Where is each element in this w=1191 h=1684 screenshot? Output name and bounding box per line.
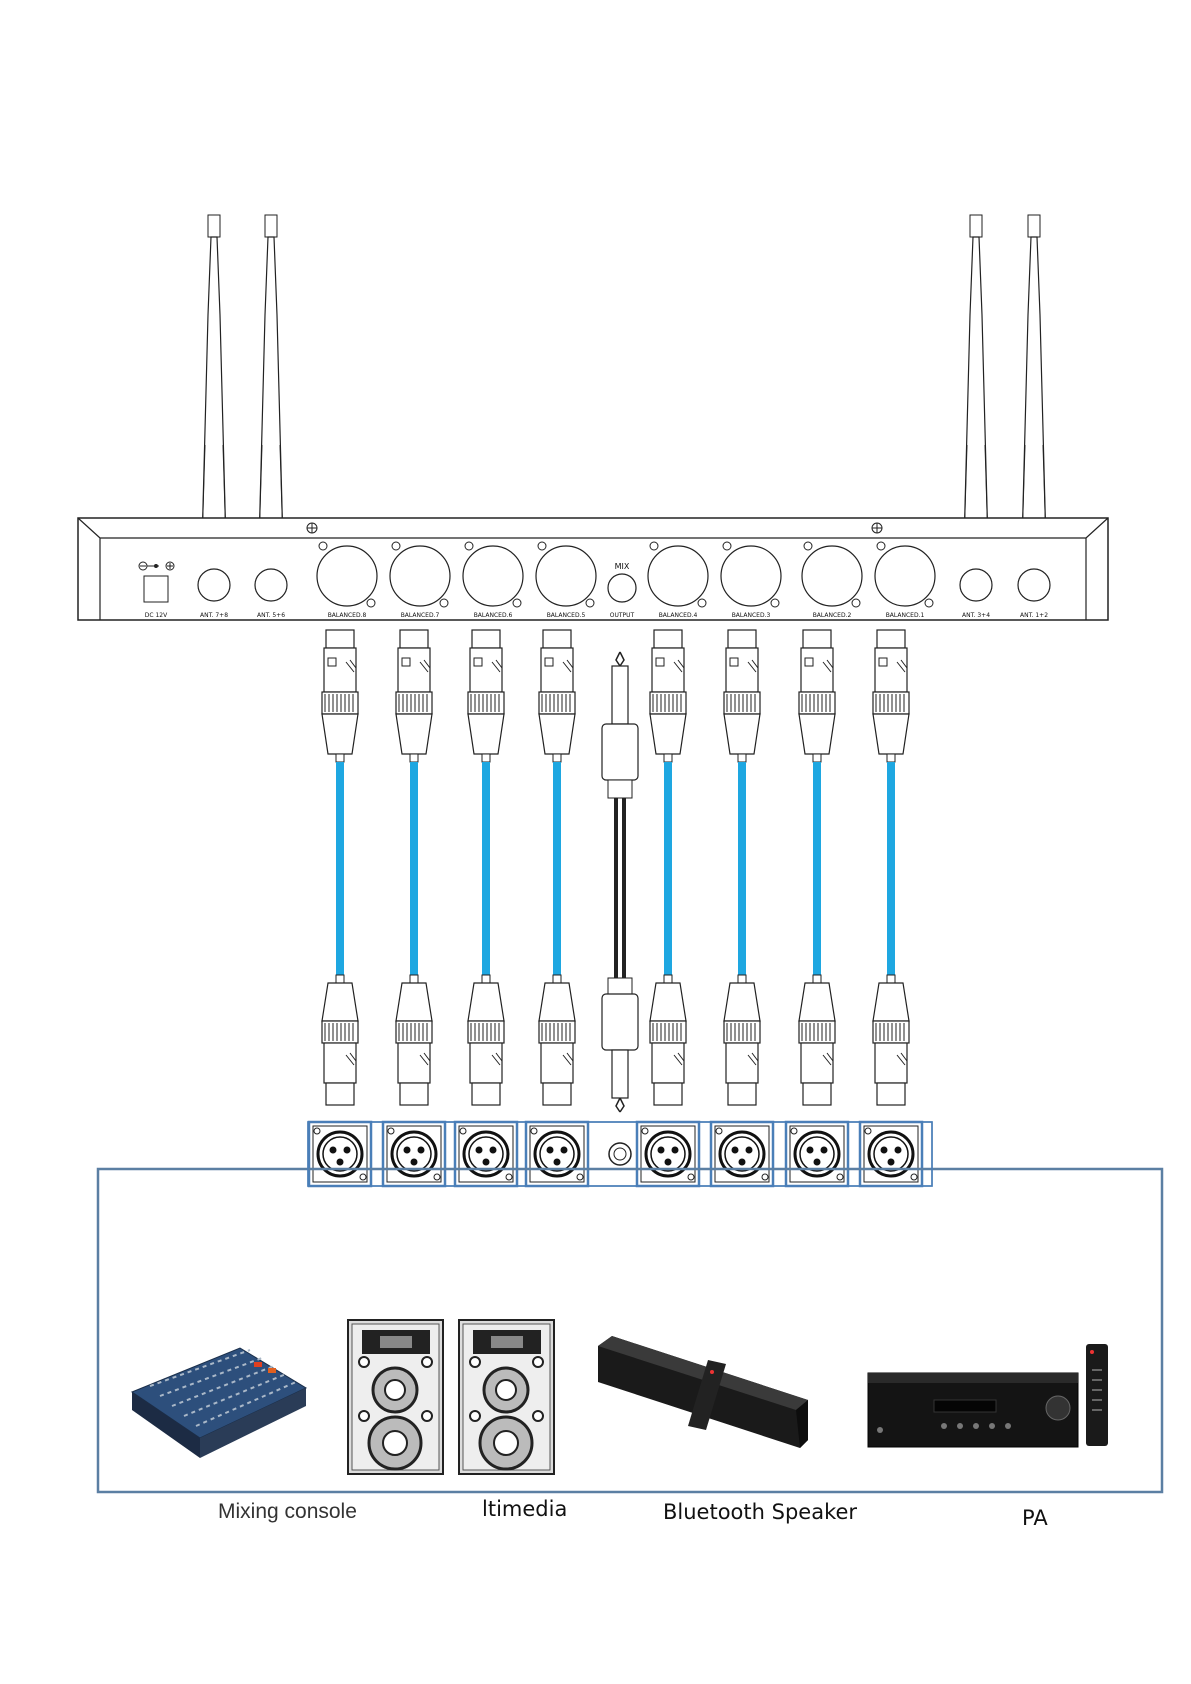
pa-amplifier-image	[868, 1373, 1078, 1447]
screw-icon	[872, 523, 882, 533]
device-input-panel	[308, 1122, 932, 1186]
xlr-cable-2	[799, 630, 835, 1105]
port-label: BALANCED.6	[474, 612, 513, 619]
mixing-console-caption: Mixing console	[218, 1500, 357, 1524]
ant-connector-1-2[interactable]	[1018, 569, 1050, 601]
jack-input-socket[interactable]	[609, 1143, 631, 1165]
jack-cable	[602, 652, 638, 1112]
xlr-cable-5	[539, 630, 575, 1105]
port-label: OUTPUT	[610, 612, 635, 619]
ant-connector-5-6[interactable]	[255, 569, 287, 601]
ant-connector-7-8[interactable]	[198, 569, 230, 601]
ant-connector-3-4[interactable]	[960, 569, 992, 601]
port-label: BALANCED.3	[732, 612, 771, 619]
receiver-rear-panel: DC 12V MIX ANT. 7+8 ANT. 5+6 BALANCED.8 …	[78, 518, 1108, 620]
mix-label: MIX	[615, 562, 630, 571]
screw-icon	[307, 523, 317, 533]
xlr-cable-4	[650, 630, 686, 1105]
dc-power-label: DC 12V	[145, 612, 168, 619]
xlr-cable-6	[468, 630, 504, 1105]
remote-control-icon	[1086, 1344, 1108, 1446]
antenna-ant-1-2	[1022, 215, 1046, 545]
antenna-ant-7-8	[202, 215, 226, 545]
xlr-cable-8	[322, 630, 358, 1105]
pa-caption: PA	[1022, 1506, 1048, 1530]
port-label: ANT. 7+8	[200, 612, 228, 619]
port-label: ANT. 1+2	[1020, 612, 1048, 619]
port-label: ANT. 5+6	[257, 612, 285, 619]
xlr-cable-3	[724, 630, 760, 1105]
mixing-console-image	[132, 1348, 306, 1458]
port-label: BALANCED.1	[886, 612, 925, 619]
itimedia-caption: ltimedia	[482, 1497, 567, 1521]
port-label: ANT. 3+4	[962, 612, 990, 619]
antenna-ant-5-6	[259, 215, 283, 545]
antenna-ant-3-4	[964, 215, 988, 545]
speaker-image	[348, 1320, 443, 1474]
port-label: BALANCED.5	[547, 612, 586, 619]
port-label: BALANCED.4	[659, 612, 698, 619]
xlr-cable-7	[396, 630, 432, 1105]
xlr-cable-1	[873, 630, 909, 1105]
port-label: BALANCED.8	[328, 612, 367, 619]
speaker-image	[459, 1320, 554, 1474]
port-label: BALANCED.2	[813, 612, 852, 619]
bluetooth-speaker-caption: Bluetooth Speaker	[663, 1500, 857, 1524]
port-label: BALANCED.7	[401, 612, 440, 619]
